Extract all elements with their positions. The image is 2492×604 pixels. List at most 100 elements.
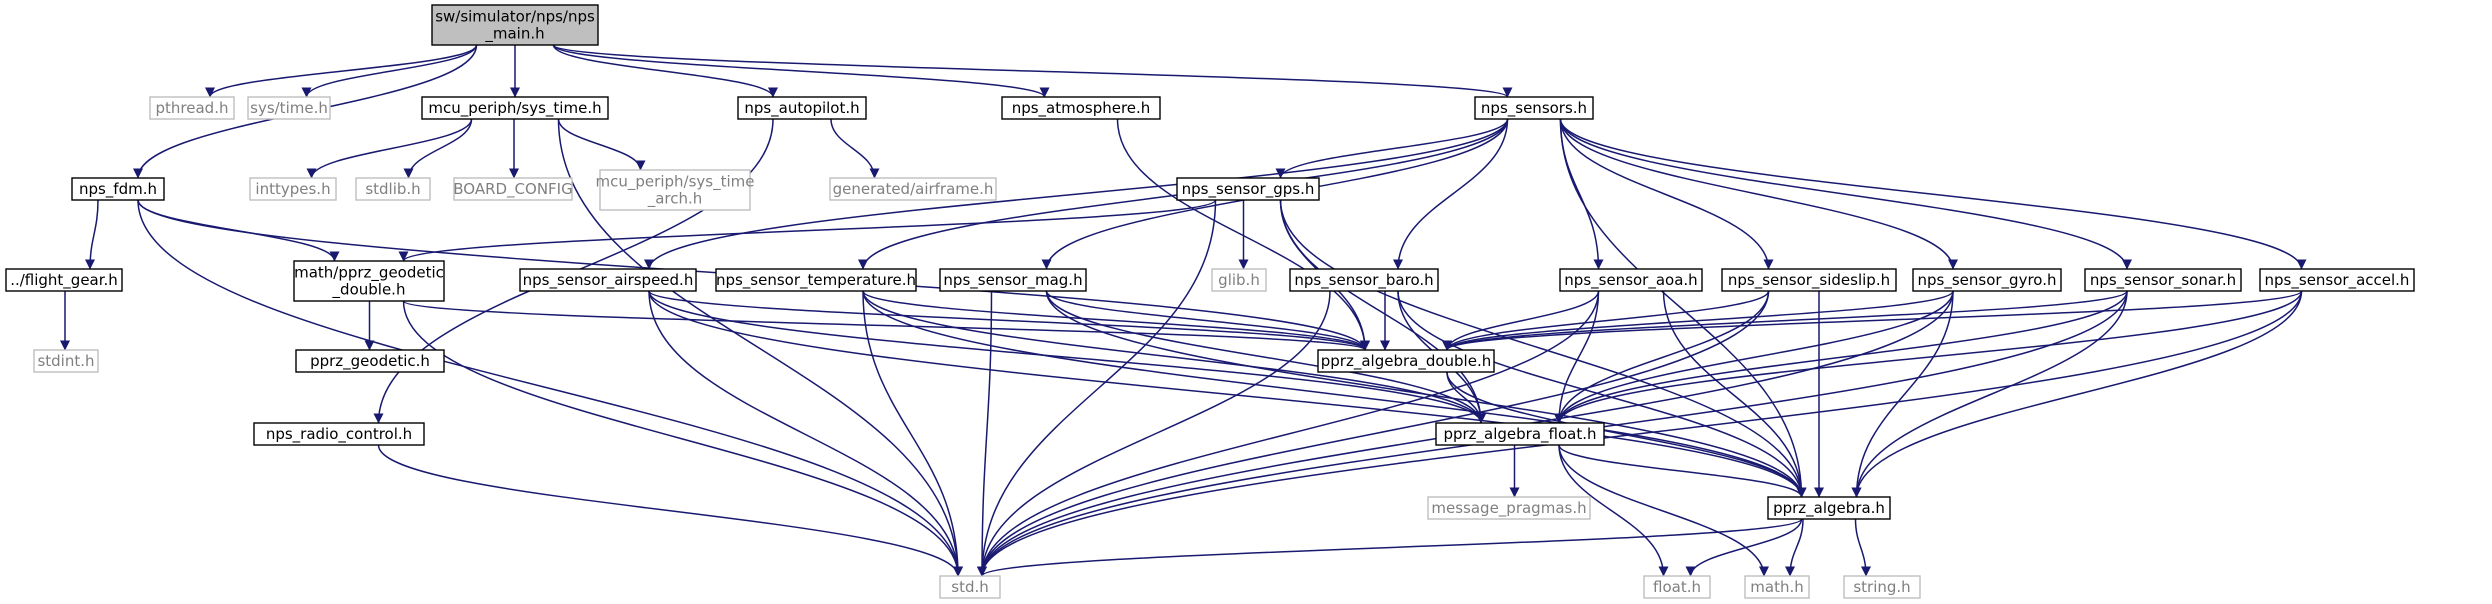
edge-nps-sensor-airspeed-to-pprz-algebra bbox=[648, 290, 1807, 498]
node-nps-sensor-gps[interactable]: nps_sensor_gps.h bbox=[1176, 177, 1320, 201]
node-pprz-geodetic[interactable]: pprz_geodetic.h bbox=[295, 349, 445, 373]
node-nps-autopilot[interactable]: nps_autopilot.h bbox=[737, 96, 867, 120]
node-label: math/pprz_geodetic bbox=[294, 264, 444, 283]
node-box bbox=[829, 177, 997, 201]
node-label: nps_sensor_airspeed.h bbox=[523, 271, 694, 290]
edge-nps-atmosphere-to-pprz-algebra-double bbox=[1116, 118, 1370, 351]
edge-nps-sensors-to-nps-sensor-accel bbox=[1559, 118, 2307, 270]
node-box bbox=[1721, 268, 1897, 292]
node-box bbox=[1912, 268, 2062, 292]
node-board-config: BOARD_CONFIG bbox=[453, 177, 573, 201]
edge-nps-sensor-gps-to-pprz-algebra bbox=[1279, 199, 1807, 498]
node-label: pthread.h bbox=[156, 99, 229, 117]
node-mcu-sys-time[interactable]: mcu_periph/sys_time.h bbox=[421, 96, 609, 120]
edge-nps-sensor-airspeed-to-pprz-algebra-float bbox=[648, 290, 1486, 424]
node-string: string.h bbox=[1843, 575, 1921, 599]
node-box bbox=[599, 169, 751, 211]
edge-nps-sensor-temperature-to-pprz-algebra-double bbox=[862, 290, 1370, 351]
node-pprz-algebra-double[interactable]: pprz_algebra_double.h bbox=[1317, 349, 1495, 373]
node-nps-sensor-sideslip[interactable]: nps_sensor_sideslip.h bbox=[1721, 268, 1897, 292]
node-pprz-algebra-float[interactable]: pprz_algebra_float.h bbox=[1435, 422, 1605, 446]
node-nps-sensor-sonar[interactable]: nps_sensor_sonar.h bbox=[2084, 268, 2242, 292]
node-nps-fdm[interactable]: nps_fdm.h bbox=[71, 177, 165, 201]
edge-nps-sensors-to-nps-sensor-baro bbox=[1393, 118, 1509, 270]
edge-nps-sensor-gps-to-pprz-algebra-float bbox=[1279, 199, 1486, 424]
node-label: std.h bbox=[951, 578, 989, 596]
edge-pprz-algebra-to-float bbox=[1685, 518, 1803, 577]
node-label: _double.h bbox=[332, 281, 406, 300]
edge-nps-sensor-aoa-to-std bbox=[977, 290, 1600, 577]
node-nps-sensor-mag[interactable]: nps_sensor_mag.h bbox=[939, 268, 1087, 292]
node-box bbox=[71, 177, 165, 201]
node-label: nps_sensors.h bbox=[1481, 99, 1587, 118]
edge-nps-sensor-airspeed-to-pprz-algebra-double bbox=[648, 290, 1370, 351]
edge-nps-sensor-accel-to-pprz-algebra bbox=[1851, 290, 2303, 498]
node-label: nps_fdm.h bbox=[79, 180, 157, 199]
node-stdint: stdint.h bbox=[33, 349, 99, 373]
edge-nps-sensor-airspeed-to-std bbox=[648, 290, 963, 577]
edge-nps-sensor-accel-to-pprz-algebra-float bbox=[1554, 290, 2303, 424]
node-label: nps_sensor_gyro.h bbox=[1918, 271, 2057, 290]
node-glib: glib.h bbox=[1211, 268, 1267, 292]
edge-nps-main-to-systime-std bbox=[301, 44, 478, 98]
node-nps-sensor-gyro[interactable]: nps_sensor_gyro.h bbox=[1912, 268, 2062, 292]
node-label: nps_atmosphere.h bbox=[1012, 99, 1151, 118]
node-box bbox=[1001, 96, 1161, 120]
edge-pprz-algebra-float-to-math bbox=[1558, 444, 1769, 577]
edge-mcu-sys-time-to-stdlib bbox=[403, 118, 473, 179]
node-box bbox=[939, 575, 1001, 599]
node-box bbox=[1559, 268, 1703, 292]
node-nps-sensor-baro[interactable]: nps_sensor_baro.h bbox=[1289, 268, 1439, 292]
edge-mcu-sys-time-to-std bbox=[557, 118, 963, 577]
node-label: message_pragmas.h bbox=[1431, 499, 1586, 518]
node-box bbox=[1289, 268, 1439, 292]
node-label: pprz_algebra_double.h bbox=[1321, 352, 1491, 371]
edge-pprz-algebra-float-to-float bbox=[1558, 444, 1669, 577]
node-systime-std: sys/time.h bbox=[247, 96, 331, 120]
node-box bbox=[939, 268, 1087, 292]
node-pprz-algebra[interactable]: pprz_algebra.h bbox=[1767, 496, 1891, 520]
edge-pprz-algebra-double-to-pprz-algebra bbox=[1446, 371, 1807, 498]
node-label: nps_autopilot.h bbox=[744, 99, 859, 118]
edge-nps-sensor-aoa-to-pprz-algebra-double bbox=[1442, 290, 1600, 351]
edge-mcu-sys-time-to-sys-time-arch bbox=[557, 118, 646, 171]
node-box bbox=[253, 422, 425, 446]
node-box bbox=[737, 96, 867, 120]
edge-nps-sensor-baro-to-pprz-algebra bbox=[1397, 290, 1807, 498]
node-stdlib: stdlib.h bbox=[355, 177, 431, 201]
edge-nps-sensor-sonar-to-pprz-algebra-double bbox=[1442, 290, 2128, 351]
node-nps-sensor-airspeed[interactable]: nps_sensor_airspeed.h bbox=[519, 268, 697, 292]
node-label: nps_sensor_gps.h bbox=[1182, 180, 1315, 199]
node-std: std.h bbox=[939, 575, 1001, 599]
edge-nps-radio-control-to-std bbox=[377, 444, 963, 577]
node-box bbox=[5, 268, 123, 292]
node-sys-time-arch: mcu_periph/sys_time_arch.h bbox=[596, 169, 754, 211]
node-label: BOARD_CONFIG bbox=[453, 180, 572, 199]
edge-nps-sensor-gyro-to-pprz-algebra-double bbox=[1442, 290, 1954, 351]
node-nps-sensors[interactable]: nps_sensors.h bbox=[1474, 96, 1594, 120]
node-label: mcu_periph/sys_time.h bbox=[428, 99, 601, 118]
node-nps-radio-control[interactable]: nps_radio_control.h bbox=[253, 422, 425, 446]
node-box bbox=[1474, 96, 1594, 120]
edge-nps-fdm-to-flight-gear bbox=[85, 199, 99, 270]
node-nps-atmosphere[interactable]: nps_atmosphere.h bbox=[1001, 96, 1161, 120]
node-box bbox=[33, 349, 99, 373]
node-box bbox=[2084, 268, 2242, 292]
node-float: float.h bbox=[1643, 575, 1711, 599]
edge-nps-main-to-pthread bbox=[205, 44, 478, 98]
node-nps-sensor-aoa[interactable]: nps_sensor_aoa.h bbox=[1559, 268, 1703, 292]
node-pprz-geodetic-double[interactable]: math/pprz_geodetic_double.h bbox=[293, 260, 445, 302]
node-nps-sensor-temperature[interactable]: nps_sensor_temperature.h bbox=[715, 268, 917, 292]
node-nps-sensor-accel[interactable]: nps_sensor_accel.h bbox=[2259, 268, 2415, 292]
node-box bbox=[431, 4, 599, 46]
node-label: nps_sensor_mag.h bbox=[943, 271, 1082, 290]
node-flight-gear[interactable]: ../flight_gear.h bbox=[5, 268, 123, 292]
edge-nps-sensor-sideslip-to-pprz-algebra-double bbox=[1442, 290, 1770, 351]
node-box bbox=[519, 268, 697, 292]
edge-nps-sensor-sideslip-to-std bbox=[977, 290, 1770, 577]
node-label: inttypes.h bbox=[255, 180, 330, 198]
node-box bbox=[1176, 177, 1320, 201]
edge-nps-sensor-mag-to-pprz-algebra-float bbox=[1045, 290, 1486, 424]
edge-nps-main-to-nps-sensors bbox=[552, 44, 1513, 98]
